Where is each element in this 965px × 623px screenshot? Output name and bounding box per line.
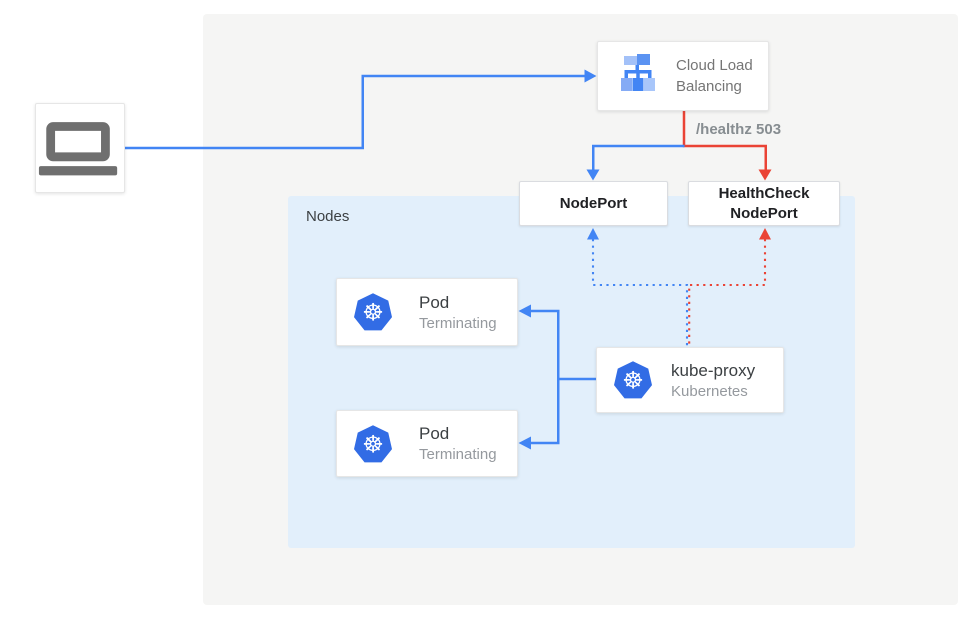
laptop-icon xyxy=(38,122,118,176)
nodes-group-label: Nodes xyxy=(306,208,350,225)
load-balancer-icon xyxy=(621,54,655,91)
kubernetes-icon: ☸ xyxy=(354,424,392,462)
svg-text:☸: ☸ xyxy=(622,367,644,395)
pod-label: Pod Terminating xyxy=(419,424,497,463)
pod-terminating-node-2: ☸ Pod Terminating xyxy=(336,410,518,477)
nodeport-node: NodePort xyxy=(519,181,668,226)
kubernetes-icon: ☸ xyxy=(614,361,652,399)
kube-proxy-node: ☸ kube-proxy Kubernetes xyxy=(596,347,784,413)
svg-text:☸: ☸ xyxy=(362,299,384,327)
pod-terminating-node-1: ☸ Pod Terminating xyxy=(336,278,518,346)
kubernetes-icon: ☸ xyxy=(354,293,392,331)
healthz-status-label: /healthz 503 xyxy=(696,121,782,138)
pod-label: Pod Terminating xyxy=(419,292,497,332)
cloud-load-balancing-label: Cloud Load Balancing xyxy=(676,57,753,95)
nodeport-label: NodePort xyxy=(559,194,628,212)
kube-proxy-label: kube-proxy Kubernetes xyxy=(671,360,756,400)
cloud-load-balancing-node: Cloud Load Balancing xyxy=(597,41,769,111)
healthcheck-nodeport-node: HealthCheck NodePort xyxy=(688,181,840,226)
client-node xyxy=(35,103,125,193)
svg-text:☸: ☸ xyxy=(362,430,384,458)
